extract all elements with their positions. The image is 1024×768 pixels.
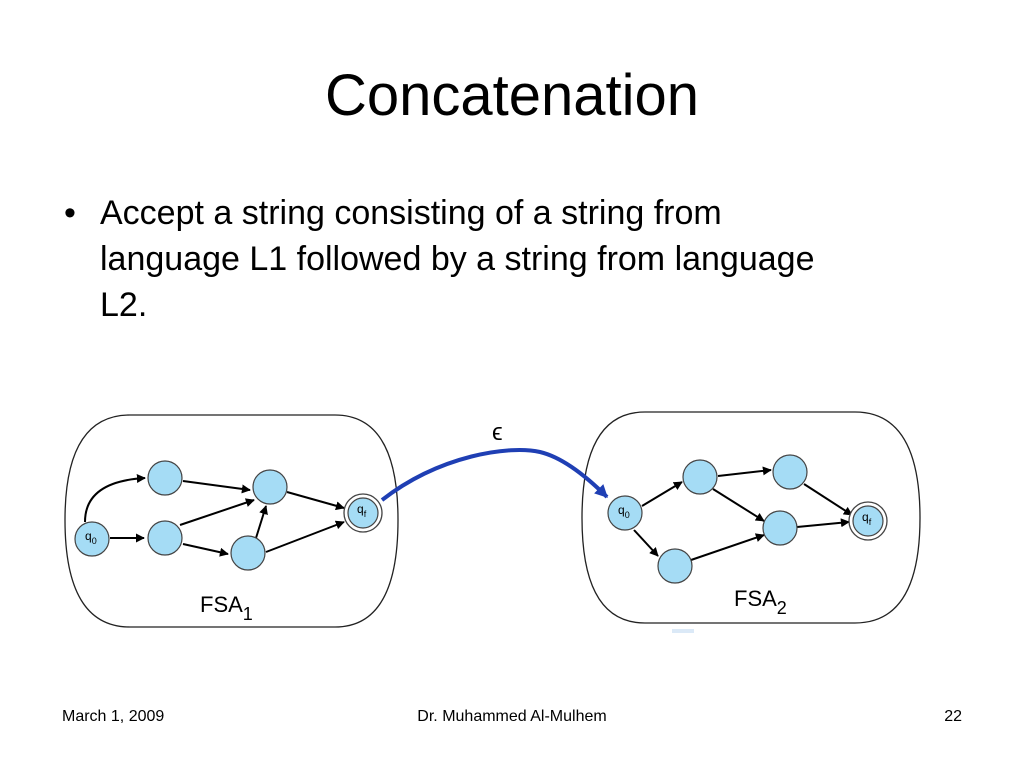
bullet-item: • Accept a string consisting of a string… bbox=[60, 190, 860, 328]
fsa2-final-label: qf bbox=[862, 510, 872, 527]
fsa1-edge bbox=[286, 491, 345, 511]
fsa2-edge bbox=[717, 466, 772, 477]
fsa2-final-state bbox=[852, 505, 884, 537]
fsa1-edge bbox=[179, 498, 255, 526]
bullet-text: Accept a string consisting of a string f… bbox=[100, 194, 815, 324]
bullet-list: • Accept a string consisting of a string… bbox=[60, 190, 860, 328]
fsa1-state bbox=[252, 469, 288, 505]
fsa1-edge bbox=[265, 520, 345, 553]
footer-page-number: 22 bbox=[944, 708, 962, 725]
fsa1-state bbox=[230, 535, 266, 571]
fsa2-label: FSA2 bbox=[734, 586, 787, 618]
footer-date: March 1, 2009 bbox=[62, 708, 165, 725]
fsa1-edge bbox=[182, 543, 229, 557]
bullet-dot-icon: • bbox=[64, 194, 76, 232]
fsa1-edge bbox=[182, 480, 251, 494]
fsa2-edge bbox=[796, 518, 850, 528]
fsa2-state bbox=[657, 548, 693, 584]
fsa1-final-state bbox=[347, 497, 379, 529]
slide-title: Concatenation bbox=[324, 63, 700, 128]
fsa2-edges bbox=[633, 466, 853, 561]
fsa2-state bbox=[682, 459, 718, 495]
fsa2-states bbox=[607, 454, 888, 584]
fsa1-state bbox=[147, 460, 183, 496]
fsa2-edge bbox=[803, 483, 853, 516]
fsa2-edge bbox=[690, 533, 765, 561]
epsilon-transition-arrow bbox=[380, 448, 609, 502]
fsa1-edge bbox=[84, 473, 146, 523]
stray-mark bbox=[672, 629, 694, 633]
fsa1-state bbox=[147, 520, 183, 556]
fsa2-edge bbox=[712, 488, 765, 522]
fsa1-final-label: qf bbox=[357, 502, 367, 519]
fsa1-container bbox=[64, 414, 399, 628]
fsa1-edge bbox=[255, 505, 268, 539]
concatenation-diagram: q0 qf FSA1 q0 qf FSA2 ϵ bbox=[64, 411, 921, 633]
fsa1-edges bbox=[84, 473, 345, 557]
fsa1-states bbox=[74, 460, 383, 571]
fsa2-state bbox=[772, 454, 808, 490]
fsa1-label: FSA1 bbox=[200, 592, 253, 624]
fsa2-state bbox=[762, 510, 798, 546]
fsa2-start-label: q0 bbox=[618, 503, 630, 520]
fsa2-start-state bbox=[607, 495, 643, 531]
epsilon-label: ϵ bbox=[492, 419, 503, 446]
fsa1-start-label: q0 bbox=[85, 529, 97, 546]
fsa2-edge bbox=[633, 529, 659, 557]
fsa2-edge bbox=[641, 481, 683, 507]
footer-author: Dr. Muhammed Al-Mulhem bbox=[417, 708, 607, 725]
fsa1-start-state bbox=[74, 521, 110, 557]
